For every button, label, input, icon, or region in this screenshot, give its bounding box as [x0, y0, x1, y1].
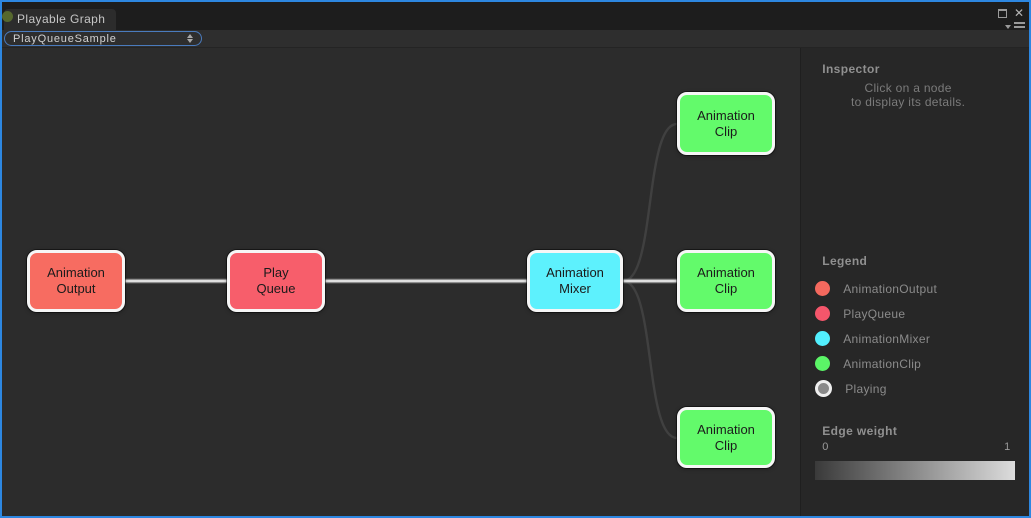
node-animation-clip-middle[interactable]: Animation Clip — [677, 250, 775, 312]
edge-weight-max: 1 — [1004, 441, 1011, 453]
inspector-heading: Inspector — [822, 62, 880, 76]
node-label: Animation — [697, 107, 755, 123]
dropdown-triangle-icon — [1005, 25, 1011, 29]
node-label: Animation — [47, 265, 105, 280]
edge-mixer-to-clip-top — [622, 122, 678, 283]
edge-weight-gradient-bar — [815, 461, 1016, 480]
node-label: Animation — [697, 265, 755, 280]
legend-list: AnimationOutput PlayQueue AnimationMixer… — [801, 276, 1029, 401]
legend-dot-animation-clip-icon — [815, 356, 831, 371]
node-play-queue[interactable]: Play Queue — [227, 250, 325, 312]
window-status-dot-icon — [2, 11, 13, 22]
node-label: Queue — [256, 281, 296, 296]
tab-playable-graph[interactable]: Playable Graph — [4, 9, 117, 30]
legend-item-animation-output: AnimationOutput — [801, 276, 1029, 301]
graph-canvas[interactable]: Animation Output Play Queue Animation Mi… — [2, 48, 801, 516]
inspector-hint: Click on a node to display its details. — [850, 81, 966, 109]
legend-item-playing: Playing — [801, 376, 1029, 401]
legend-dot-animation-output-icon — [815, 281, 831, 296]
node-label: Clip — [714, 123, 738, 139]
edge-weight-scale: 0 1 — [822, 441, 1010, 453]
node-label: Animation — [546, 265, 604, 280]
toolbar: PlayQueueSample — [2, 30, 1029, 48]
legend-dot-animation-mixer-icon — [815, 331, 831, 346]
node-animation-mixer[interactable]: Animation Mixer — [527, 250, 623, 312]
node-label: Mixer — [559, 281, 591, 296]
popup-arrows-icon — [187, 34, 193, 43]
node-label: Play — [263, 265, 289, 280]
graph-selector-dropdown[interactable]: PlayQueueSample — [4, 31, 202, 46]
edge-weight-heading: Edge weight — [822, 424, 898, 438]
node-animation-clip-top[interactable]: Animation Clip — [677, 92, 775, 155]
close-icon[interactable]: ✕ — [1013, 6, 1024, 20]
legend-dot-play-queue-icon — [815, 306, 831, 321]
legend-item-animation-clip: AnimationClip — [801, 351, 1029, 376]
legend-item-play-queue: PlayQueue — [801, 301, 1029, 326]
legend-dot-playing-icon — [815, 380, 833, 397]
graph-selector-value: PlayQueueSample — [13, 32, 117, 45]
node-label: Animation — [697, 421, 755, 437]
legend-item-animation-mixer: AnimationMixer — [801, 326, 1029, 351]
edge-mixer-to-clip-bottom — [622, 279, 678, 440]
inspector-panel: Inspector Click on a node to display its… — [800, 48, 1029, 516]
legend-heading: Legend — [822, 254, 868, 268]
tab-bar: Playable Graph ✕ — [2, 2, 1029, 32]
node-label: Clip — [714, 281, 738, 296]
node-animation-output[interactable]: Animation Output — [27, 250, 125, 312]
maximize-icon[interactable] — [997, 8, 1007, 18]
edge-weight-min: 0 — [822, 441, 829, 453]
node-label: Clip — [714, 437, 738, 453]
node-animation-clip-bottom[interactable]: Animation Clip — [677, 407, 775, 468]
node-label: Output — [56, 281, 96, 296]
